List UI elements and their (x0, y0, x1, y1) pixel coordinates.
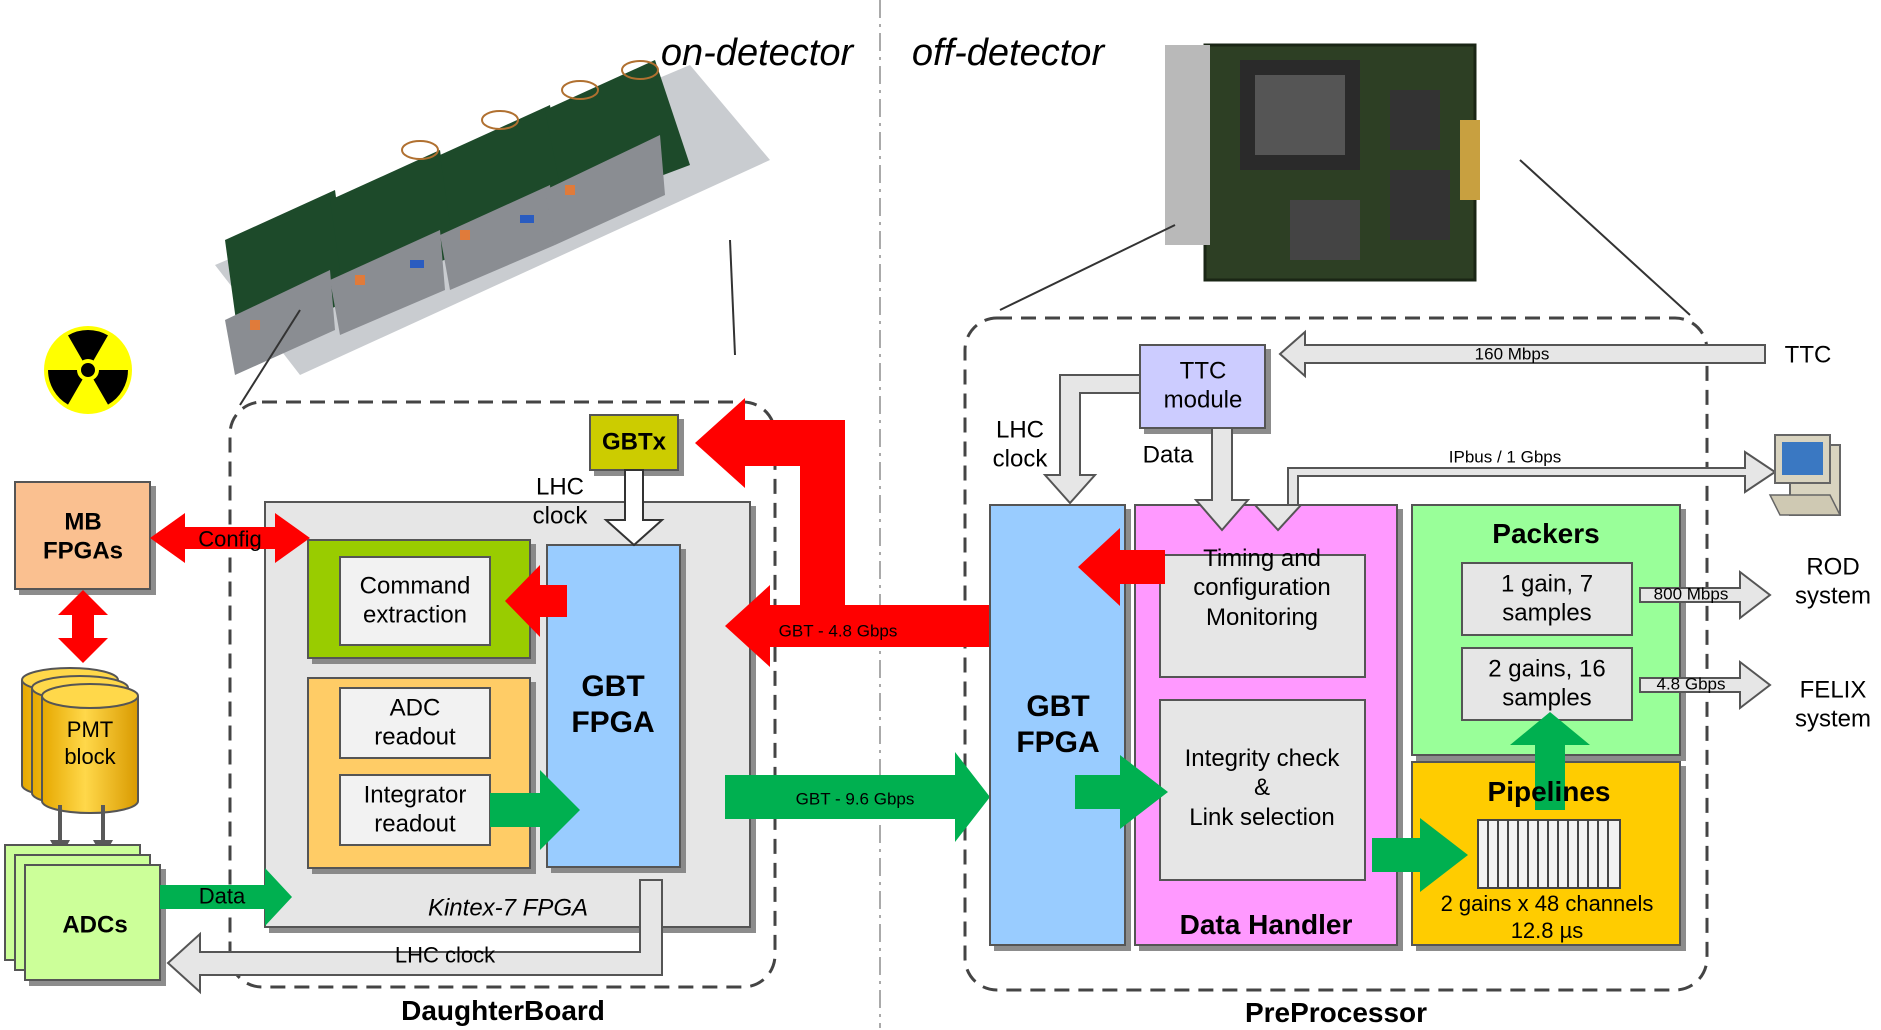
preprocessor-title: PreProcessor (1244, 996, 1428, 1028)
ttc-rate-label: 160 Mbps (1474, 344, 1550, 364)
packer-1-label: 1 gain, 7 samples (1500, 570, 1594, 627)
adc-lhc-clock-label: LHC clock (394, 942, 496, 968)
pipeline-buffer-icon (1477, 819, 1621, 889)
timing-config-label: Timing and configuration Monitoring (1193, 545, 1331, 631)
daughterboard-photo (215, 60, 770, 375)
off-detector-label: off-detector (911, 31, 1105, 74)
pp-lhc-clock-label: LHC clock (992, 416, 1048, 473)
adc-data-label: Data (198, 883, 246, 909)
pipelines-title: Pipelines (1487, 775, 1611, 807)
uplink-label: GBT - 9.6 Gbps (795, 789, 915, 809)
daughterboard-outline (228, 400, 777, 989)
pp-gbt-fpga-label: GBT FPGA (1016, 690, 1100, 759)
command-extraction-label: Command extraction (359, 572, 471, 629)
pmt-block-label: PMT block (64, 717, 116, 769)
ttc-label: TTC (1784, 341, 1832, 369)
integrator-readout-label: Integrator readout (363, 781, 467, 838)
daughterboard-title: DaughterBoard (401, 994, 605, 1026)
radiation-icon (44, 326, 132, 414)
on-detector-label: on-detector (660, 31, 854, 74)
packers-title: Packers (1492, 517, 1600, 549)
db-gbt-fpga-label: GBT FPGA (571, 670, 655, 739)
config-label: Config (198, 526, 262, 552)
data-handler-title: Data Handler (1179, 908, 1353, 940)
pipelines-desc: 2 gains x 48 channels 12.8 µs (1440, 891, 1654, 943)
preprocessor-outline (963, 316, 1709, 992)
packer-2-label: 2 gains, 16 samples (1488, 655, 1606, 712)
preprocessor-board-photo (1165, 43, 1480, 282)
computer-icon (1768, 434, 1842, 516)
ttc-module-label: TTC module (1163, 357, 1243, 414)
felix-rate-label: 4.8 Gbps (1656, 674, 1726, 694)
adc-readout-label: ADC readout (374, 694, 456, 751)
kintex-fpga-label: Kintex-7 FPGA (427, 894, 589, 922)
pp-data-label: Data (1142, 441, 1194, 469)
ipbus-label: IPbus / 1 Gbps (1448, 447, 1562, 467)
rod-rate-label: 800 Mbps (1653, 584, 1729, 604)
gbtx-label: GBTx (601, 428, 667, 456)
rod-system-label: ROD system (1794, 553, 1872, 610)
mb-fpgas-label: MB FPGAs (42, 508, 124, 565)
integrity-check-label: Integrity check & Link selection (1184, 745, 1340, 831)
db-lhc-clock-label: LHC clock (532, 473, 588, 530)
adcs-label: ADCs (62, 911, 128, 939)
downlink-label: GBT - 4.8 Gbps (778, 621, 898, 641)
felix-system-label: FELIX system (1794, 676, 1872, 733)
